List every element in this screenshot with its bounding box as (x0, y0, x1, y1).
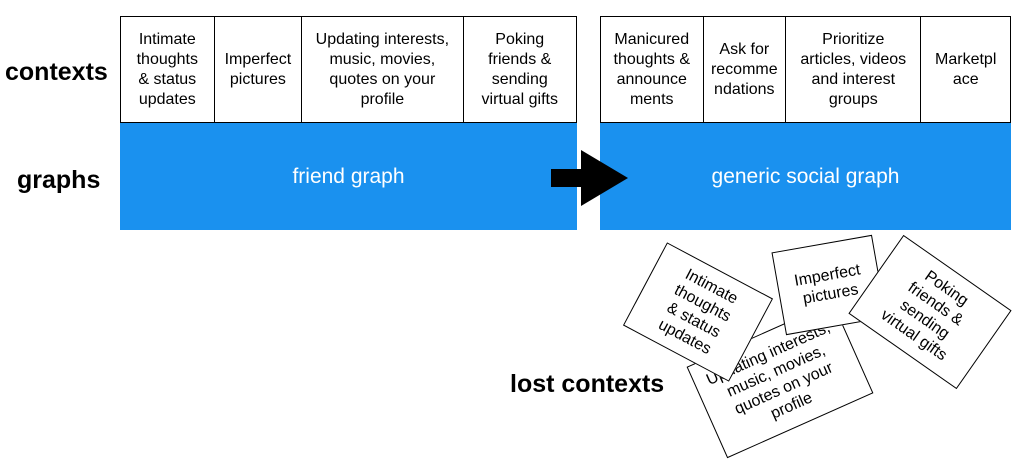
friend-graph-bar: friend graph (120, 123, 577, 230)
graphs-label: graphs (17, 166, 101, 194)
transition-arrow-icon (551, 150, 628, 206)
context-intimate-thoughts: Intimate thoughts & status updates (121, 17, 215, 122)
right-contexts-row: Manicured thoughts & announce ments Ask … (600, 16, 1011, 123)
context-manicured-thoughts: Manicured thoughts & announce ments (601, 17, 704, 122)
contexts-label: contexts (5, 58, 108, 86)
generic-social-graph-bar: generic social graph (600, 123, 1011, 230)
context-updating-interests: Updating interests, music, movies, quote… (302, 17, 464, 122)
context-poking-friends: Poking friends & sending virtual gifts (481, 30, 558, 108)
context-marketplace: Marketpl ace (935, 50, 997, 88)
left-contexts-row: Intimate thoughts & status updates Imper… (120, 16, 577, 123)
context-imperfect-pictures: Imperfect pictures (215, 17, 303, 122)
lost-contexts-label: lost contexts (510, 370, 665, 398)
context-prioritize-articles: Prioritize articles, videos and interest… (786, 17, 922, 122)
context-ask-recommendations: Ask for recomme ndations (704, 17, 787, 122)
